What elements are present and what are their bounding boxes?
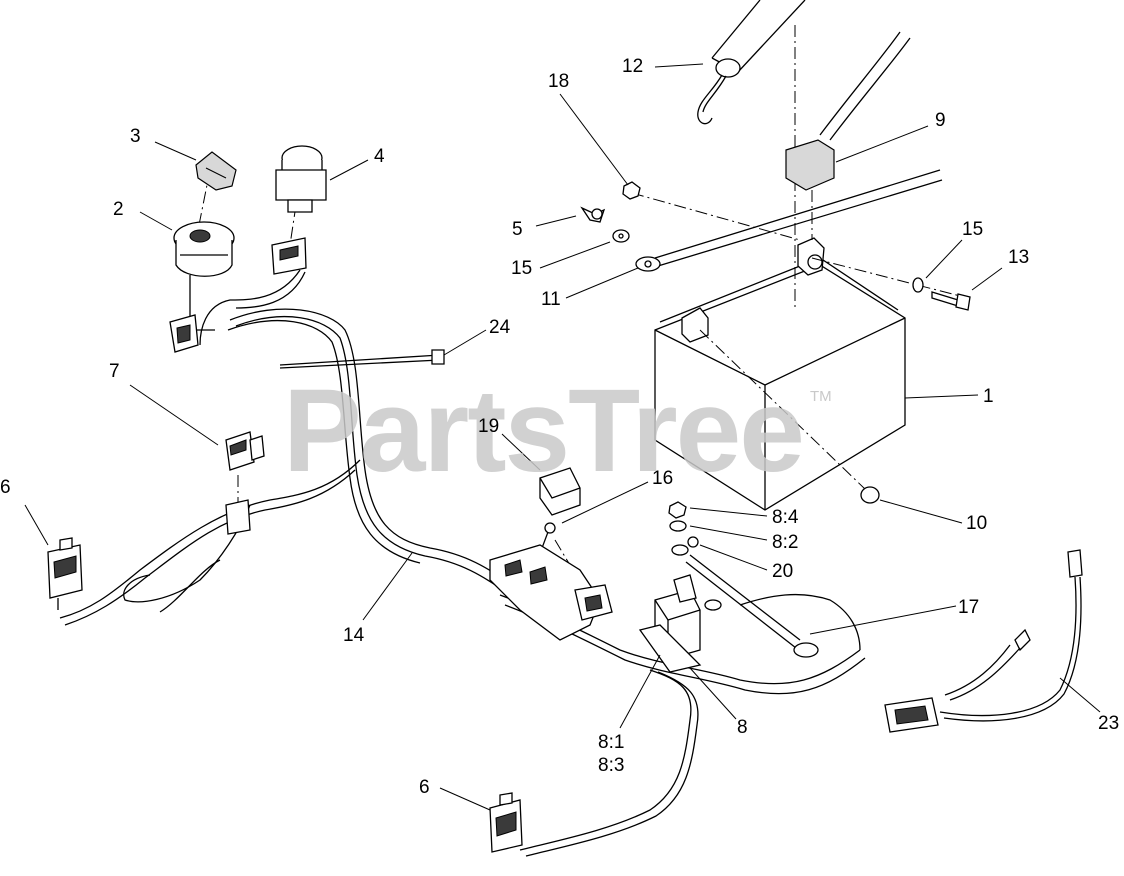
wing-nut-5 <box>580 206 606 223</box>
callout-8-3: 8:3 <box>598 755 625 776</box>
callout-8-2: 8:2 <box>772 532 799 553</box>
callout-23: 23 <box>1098 713 1120 734</box>
callout-8-1: 8:1 <box>598 732 625 753</box>
positive-cable <box>785 31 911 191</box>
nut-18 <box>622 181 641 200</box>
callout-20: 20 <box>772 561 794 582</box>
callout-15-left: 15 <box>511 258 533 279</box>
callout-13: 13 <box>1008 247 1030 268</box>
callout-14: 14 <box>343 625 365 646</box>
cable-tie <box>279 349 445 369</box>
battery <box>654 237 906 511</box>
callout-6-lower: 6 <box>419 777 430 798</box>
callout-7: 7 <box>109 361 120 382</box>
wire-harness <box>59 269 866 857</box>
callout-5: 5 <box>512 219 523 240</box>
callout-17: 17 <box>958 597 980 618</box>
callout-9: 9 <box>935 110 946 131</box>
screw-16 <box>541 522 556 549</box>
relay <box>539 467 581 516</box>
sub-harness <box>884 549 1083 733</box>
bolt-13 <box>931 291 971 311</box>
callout-12: 12 <box>622 56 644 77</box>
seat-switch-connector <box>225 431 265 535</box>
nut-8-4 <box>668 501 687 519</box>
callout-16: 16 <box>652 468 674 489</box>
callout-1: 1 <box>983 386 994 407</box>
cap-10 <box>860 486 880 504</box>
key <box>195 151 237 191</box>
j-hook <box>697 58 741 125</box>
mount-bracket <box>489 544 613 641</box>
negative-cable <box>635 169 943 272</box>
starter-solenoid <box>638 574 702 673</box>
callout-6-left: 6 <box>0 477 11 498</box>
battery-to-solenoid-cable <box>685 554 819 658</box>
watermark-trademark: TM <box>810 388 832 405</box>
callout-8-4: 8:4 <box>772 507 799 528</box>
pto-switch <box>271 145 327 275</box>
eyelet <box>671 544 689 556</box>
callout-3: 3 <box>130 126 141 147</box>
interlock-switch-left <box>47 537 83 610</box>
callout-4: 4 <box>374 146 385 167</box>
callout-10: 10 <box>966 513 988 534</box>
leader-lines <box>24 63 1101 811</box>
callout-24: 24 <box>489 317 511 338</box>
callout-18: 18 <box>548 71 570 92</box>
callout-19: 19 <box>478 416 500 437</box>
interlock-switch-lower <box>489 792 523 853</box>
screw-20 <box>687 536 699 548</box>
washer-15-right <box>912 277 924 293</box>
callout-8: 8 <box>737 717 748 738</box>
ignition-switch <box>173 221 235 331</box>
watermark: PartsTree <box>283 365 805 497</box>
washer-15-left <box>612 229 630 243</box>
callout-15-right: 15 <box>962 219 984 240</box>
callout-11: 11 <box>541 289 561 310</box>
washer-8-2 <box>669 520 687 532</box>
callout-2: 2 <box>113 199 124 220</box>
